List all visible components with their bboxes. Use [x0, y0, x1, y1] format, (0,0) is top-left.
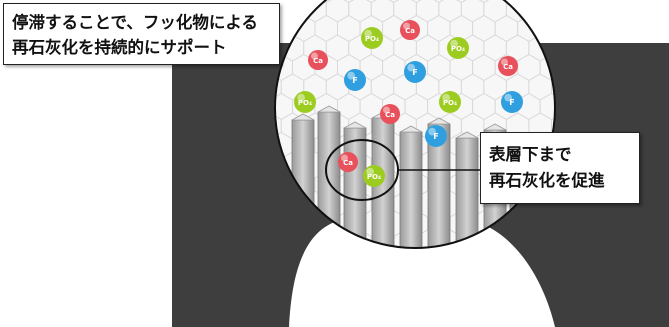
callout-right-line2: 再石灰化を促進 — [489, 171, 605, 190]
calcium-ion: Ca — [400, 20, 420, 40]
callout-top-line1: 停滞することで、フッ化物による — [12, 13, 258, 32]
fluoride-ion-label: F — [352, 76, 357, 85]
calcium-ion-label: Ca — [405, 27, 415, 35]
lattice-cell — [360, 250, 383, 276]
lattice-cell — [528, 0, 552, 23]
calcium-ion: Ca — [380, 104, 400, 124]
phosphate-ion: PO₄ — [447, 37, 469, 59]
fluoride-ion-label: F — [433, 132, 438, 141]
fluoride-ion: F — [501, 91, 523, 113]
lattice-cell — [405, 250, 428, 276]
lattice-cell — [539, 0, 555, 4]
phosphate-ion-label: PO₄ — [451, 45, 465, 53]
lattice-cell — [551, 112, 555, 140]
calcium-ion-label: Ca — [503, 63, 513, 71]
lattice-cell — [280, 0, 305, 23]
lattice-cell — [574, 0, 597, 22]
prism-cap — [399, 125, 423, 133]
callout-subsurface: 表層下まで 再石灰化を促進 — [480, 132, 640, 204]
fluoride-ion: F — [344, 69, 366, 91]
lattice-cell — [563, 0, 586, 3]
calcium-ion-label: Ca — [385, 111, 395, 119]
lattice-cell — [383, 250, 406, 276]
phosphate-ion-label: PO₄ — [365, 35, 379, 43]
lattice-cell — [428, 250, 451, 276]
enamel-prism — [399, 131, 423, 248]
calcium-ion: Ca — [338, 152, 358, 172]
lattice-cell — [292, 0, 316, 4]
lattice-cell — [473, 250, 496, 276]
enamel-prism — [455, 137, 479, 248]
phosphate-ion: PO₄ — [294, 91, 316, 113]
lattice-cell — [539, 14, 555, 43]
lattice-cell — [563, 16, 586, 42]
lattice-cell — [551, 0, 555, 23]
lattice-cell — [608, 16, 631, 42]
prism-cap — [427, 117, 451, 125]
lattice-cell — [495, 250, 518, 276]
fluoride-ion-label: F — [412, 68, 417, 77]
callout-top-line2: 再石灰化を持続的にサポート — [12, 38, 227, 57]
phosphate-ion: PO₄ — [439, 91, 461, 113]
fluoride-ion: F — [404, 61, 426, 83]
lattice-cell — [608, 0, 631, 3]
lattice-cell — [325, 229, 350, 248]
fluoride-ion: F — [425, 125, 447, 147]
fluoride-ion-label: F — [509, 98, 514, 107]
phosphate-ion-label: PO₄ — [443, 99, 457, 107]
lattice-cell — [585, 16, 608, 42]
magnifier-rim — [274, 0, 556, 249]
prism-cap — [483, 123, 507, 131]
calcium-ion-label: Ca — [343, 159, 353, 167]
calcium-ion: Ca — [308, 50, 328, 70]
calcium-ion-label: Ca — [313, 57, 323, 65]
prism-cap — [317, 105, 341, 113]
lattice-cell — [517, 0, 541, 4]
calcium-ion: Ca — [498, 56, 518, 76]
phosphate-ion-label: PO₄ — [298, 99, 312, 107]
phosphate-ion: PO₄ — [361, 27, 383, 49]
lattice-cell — [338, 250, 361, 276]
phosphate-ion: PO₄ — [363, 165, 385, 187]
lattice-cell — [450, 250, 473, 276]
callout-sustained-support: 停滞することで、フッ化物による 再石灰化を持続的にサポート — [3, 3, 280, 65]
callout-right-line1: 表層下まで — [489, 145, 572, 164]
lattice-cell — [315, 250, 338, 276]
phosphate-ion-label: PO₄ — [367, 173, 381, 181]
lattice-cell — [585, 0, 608, 3]
lattice-cell — [597, 0, 620, 22]
prism-cap — [455, 131, 479, 139]
prism-cap — [291, 113, 315, 121]
prism-cap — [343, 121, 367, 129]
